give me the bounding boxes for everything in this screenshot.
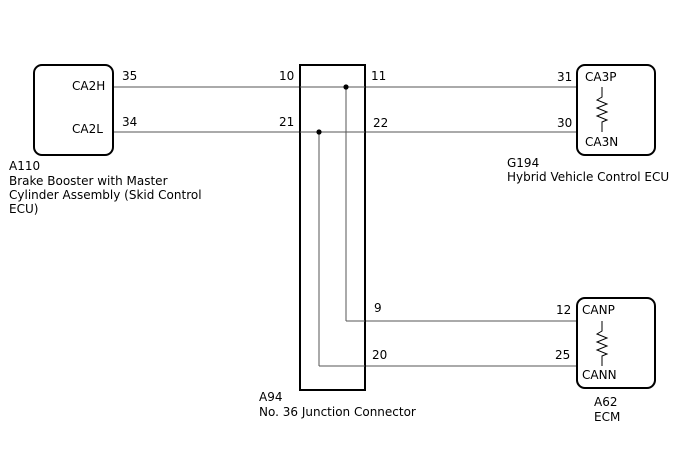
a110-code: A110 bbox=[9, 159, 40, 173]
g194-code: G194 bbox=[507, 156, 539, 170]
a110-component-box bbox=[33, 64, 114, 156]
g194-component-box bbox=[576, 64, 656, 156]
a94-pin-number-10: 10 bbox=[279, 69, 294, 83]
junction-connector-box bbox=[299, 64, 366, 391]
a110-pin-label-low: CA2L bbox=[72, 122, 103, 136]
a110-pin-number-low: 34 bbox=[122, 115, 137, 129]
a62-pin-number-high: 12 bbox=[556, 303, 571, 317]
a62-pin-label-low: CANN bbox=[582, 368, 617, 382]
a94-pin-number-11: 11 bbox=[371, 69, 386, 83]
a62-name: ECM bbox=[594, 410, 620, 424]
a94-pin-number-21: 21 bbox=[279, 115, 294, 129]
a94-pin-number-9: 9 bbox=[374, 301, 382, 315]
g194-pin-label-high: CA3P bbox=[585, 70, 616, 84]
a62-code: A62 bbox=[594, 395, 617, 409]
splice-dot-low bbox=[316, 129, 322, 135]
a110-name-line-1: Brake Booster with Master bbox=[9, 174, 168, 188]
g194-pin-number-low: 30 bbox=[557, 116, 572, 130]
g194-name: Hybrid Vehicle Control ECU bbox=[507, 170, 669, 184]
splice-dot-high bbox=[343, 84, 349, 90]
a94-code: A94 bbox=[259, 390, 282, 404]
g194-pin-number-high: 31 bbox=[557, 70, 572, 84]
a62-pin-label-high: CANP bbox=[582, 303, 615, 317]
a110-name-line-3: ECU) bbox=[9, 202, 38, 216]
a62-component-box bbox=[576, 297, 656, 389]
a94-pin-number-22: 22 bbox=[373, 116, 388, 130]
a110-pin-number-high: 35 bbox=[122, 69, 137, 83]
a62-pin-number-low: 25 bbox=[555, 348, 570, 362]
a94-pin-number-20: 20 bbox=[372, 348, 387, 362]
a62-termination-resistor-icon bbox=[595, 321, 609, 366]
a94-name: No. 36 Junction Connector bbox=[259, 405, 416, 419]
a110-name-line-2: Cylinder Assembly (Skid Control bbox=[9, 188, 202, 202]
g194-pin-label-low: CA3N bbox=[585, 135, 618, 149]
a110-pin-label-high: CA2H bbox=[72, 79, 105, 93]
g194-termination-resistor-icon bbox=[595, 87, 609, 132]
